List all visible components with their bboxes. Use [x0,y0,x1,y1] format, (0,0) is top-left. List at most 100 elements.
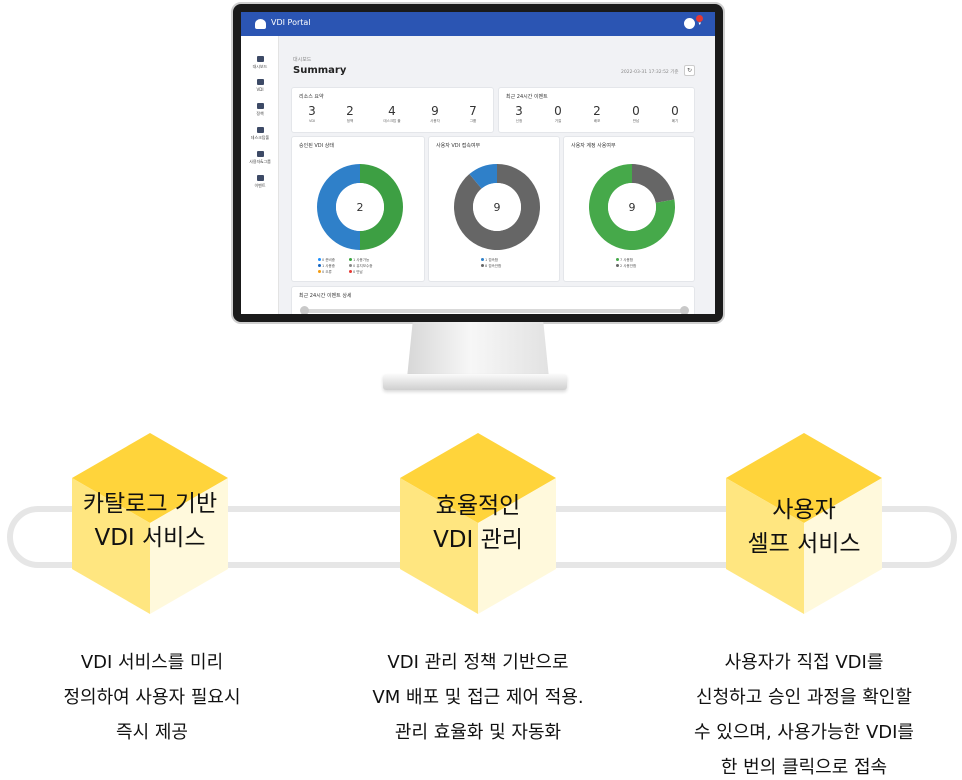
legend-dot [318,270,321,273]
vdi-status-legend: 0 준비중 1 사용중 0 오류 1 사용가능 0 유지보수중 0 반납 [318,257,372,275]
donut-hole [473,183,521,231]
feature-hex-catalog: 카탈로그 기반 VDI 서비스 [70,431,230,616]
feature-description-management: VDI 관리 정책 기반으로 VM 배포 및 접근 제어 적용. 관리 효율화 … [372,652,584,743]
refresh-button[interactable]: ↻ [684,65,695,76]
app-title: VDI Portal [271,18,311,27]
notification-badge [696,15,703,22]
app-bar: VDI Portal ▾ [241,12,715,36]
users-icon [256,151,264,157]
sidebar-item-policy[interactable]: 정책 [241,103,279,117]
legend-dot [481,258,484,261]
event-range-track[interactable] [302,309,687,313]
legend-item[interactable]: 1 사용가능 [349,257,372,263]
card-title: 리소스 요약 [299,94,324,100]
vdi-connection-donut[interactable]: 9 [429,155,565,255]
page-title: Summary [293,65,347,76]
event-detail-card: 최근 24시간 이벤트 상세 10 [292,287,694,314]
legend-dot [349,270,352,273]
monitor-stand-neck [407,322,549,378]
sidebar-item-events[interactable]: 이벤트 [241,175,279,189]
feature-description-catalog: VDI 서비스를 미리 정의하여 사용자 필요시 즉시 제공 [63,652,241,743]
sidebar-item-users[interactable]: 사용자&그룹 [241,151,279,165]
donut-center-value: 2 [357,201,364,214]
sidebar-item-desktop-pool[interactable]: 데스크탑풀 [241,127,279,141]
legend-item[interactable]: 0 오류 [318,269,335,275]
vdi-icon [256,79,264,85]
user-avatar-icon[interactable] [684,18,695,29]
legend-dot [481,264,484,267]
donut-segment[interactable] [454,164,540,250]
legend-dot [616,258,619,261]
feature-title: 사용자 셀프 서비스 [747,497,861,557]
sidebar: 대시보드 VDI 정책 데스크탑풀 사용자&그룹 이벤트 [241,36,279,314]
hexagon-cube-icon [72,433,228,614]
monitor-frame: VDI Portal ▾ 대시보드 VDI 정책 데스크탑풀 사용자&그룹 이벤… [231,2,725,324]
event-icon [256,175,264,181]
desktop-pool-icon [256,127,264,133]
legend-item[interactable]: 0 반납 [349,269,372,275]
hexagon-cube-icon [400,433,556,614]
card-title: 최근 24시간 이벤트 [506,94,548,100]
card-title: 사용자 계정 사용여부 [571,143,616,149]
donut-hole [336,183,384,231]
feature-title: 카탈로그 기반 VDI 서비스 [82,491,218,551]
policy-icon [256,103,264,109]
dashboard-icon [256,56,264,62]
vdi-status-card: 승인된 VDI 상태 2 0 준비중 1 사용중 0 오류 1 사용가능 0 유… [292,137,424,281]
range-start-handle[interactable] [300,306,309,314]
main-content: 대시보드 Summary 2022-03-31 17:32:52 기준 ↻ 리소… [279,36,715,314]
portal-screen: VDI Portal ▾ 대시보드 VDI 정책 데스크탑풀 사용자&그룹 이벤… [241,12,715,314]
donut-segment[interactable] [469,164,497,189]
donut-segment[interactable] [589,164,675,250]
donut-segment[interactable] [632,164,675,203]
sidebar-item-vdi[interactable]: VDI [241,79,279,92]
range-end-handle[interactable] [680,306,689,314]
breadcrumb: 대시보드 [293,57,312,63]
vdi-connection-legend: 1 접속함 8 접속안함 [481,257,501,269]
account-usage-legend: 7 사용함 2 사용안함 [616,257,636,269]
legend-dot [318,264,321,267]
donut-center-value: 9 [629,201,636,214]
legend-dot [318,258,321,261]
vdi-connection-card: 사용자 VDI 접속여부 9 1 접속함 8 접속안함 [429,137,559,281]
legend-item[interactable]: 8 접속안함 [481,263,501,269]
legend-item[interactable]: 1 접속함 [481,257,501,263]
chevron-down-icon[interactable]: ▾ [698,21,701,27]
donut-segment[interactable] [317,164,360,250]
donut-segment[interactable] [360,164,403,250]
legend-item[interactable]: 7 사용함 [616,257,636,263]
portal-logo-icon [255,19,266,29]
card-title: 최근 24시간 이벤트 상세 [299,293,352,299]
legend-item[interactable]: 1 사용중 [318,263,335,269]
card-title: 사용자 VDI 접속여부 [436,143,481,149]
hexagon-cube-icon [726,433,882,614]
feature-description-self-service: 사용자가 직접 VDI를 신청하고 승인 과정을 확인할 수 있으며, 사용가능… [694,652,914,778]
legend-item[interactable]: 2 사용안함 [616,263,636,269]
account-usage-card: 사용자 계정 사용여부 9 7 사용함 2 사용안함 [564,137,694,281]
legend-dot [349,258,352,261]
vdi-status-donut[interactable]: 2 [292,155,428,255]
legend-item[interactable]: 0 준비중 [318,257,335,263]
legend-dot [616,264,619,267]
sidebar-item-dashboard[interactable]: 대시보드 [241,56,279,70]
feature-hex-management: 효율적인 VDI 관리 [398,431,558,616]
card-title: 승인된 VDI 상태 [299,143,334,149]
donut-center-value: 9 [494,201,501,214]
legend-item[interactable]: 0 유지보수중 [349,263,372,269]
data-timestamp: 2022-03-31 17:32:52 기준 [621,70,679,75]
feature-title: 효율적인 VDI 관리 [433,493,523,553]
account-usage-donut[interactable]: 9 [564,155,700,255]
feature-hex-self-service: 사용자 셀프 서비스 [724,431,884,616]
